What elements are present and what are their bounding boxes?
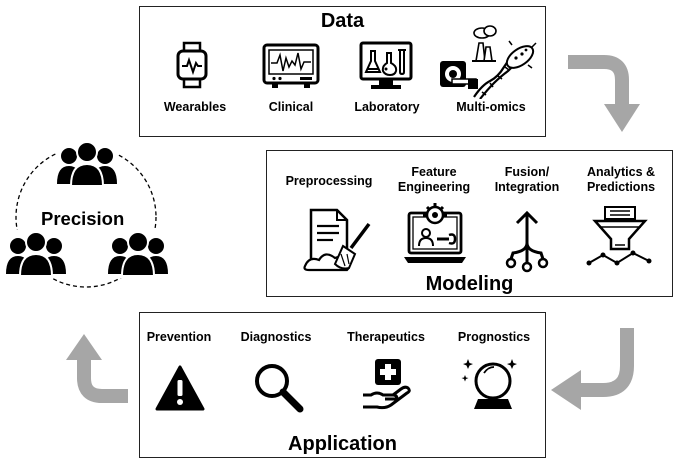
flow-arrow-modeling-to-application: [551, 328, 634, 410]
modeling-panel: Preprocessing Feature Engineering Fusion…: [266, 150, 673, 297]
lab-computer-icon: [359, 41, 413, 89]
document-brush-icon: [303, 208, 371, 272]
modeling-item-label-preprocessing: Preprocessing: [285, 174, 373, 188]
application-item-label-prognostics: Prognostics: [457, 330, 531, 344]
funnel-chart-icon: [586, 206, 652, 266]
application-item-label-therapeutics: Therapeutics: [347, 330, 425, 344]
feature-label-line-2: Engineering: [397, 180, 471, 194]
modeling-item-label-feature-engineering: Feature Engineering: [389, 165, 479, 195]
data-item-label-wearables: Wearables: [163, 100, 227, 114]
data-panel: Data Wearables Clinical Laboratory: [139, 6, 546, 137]
people-group-top: [57, 140, 117, 188]
analytics-label-line-1: Analytics &: [586, 165, 656, 179]
people-group-bottom-left: [6, 230, 66, 278]
precision-label: Precision: [41, 208, 125, 229]
application-item-label-diagnostics: Diagnostics: [240, 330, 312, 344]
magnifier-icon: [255, 364, 304, 413]
data-item-label-multi-omics: Multi-omics: [456, 100, 526, 114]
people-group-icon: [6, 140, 168, 288]
application-item-label-prevention: Prevention: [146, 330, 212, 344]
data-item-label-clinical: Clinical: [268, 100, 314, 114]
crystal-ball-icon: [461, 359, 517, 409]
modeling-panel-title: Modeling: [425, 273, 514, 295]
fusion-label-line-2: Integration: [494, 180, 560, 194]
modeling-item-label-analytics-predictions: Analytics & Predictions: [571, 165, 671, 195]
ecg-monitor-icon: [262, 43, 320, 88]
flow-arrow-application-to-precision: [66, 334, 128, 403]
application-panel-title: Application: [288, 433, 397, 455]
laptop-gear-icon: [404, 203, 466, 263]
smartwatch-icon: [176, 41, 208, 89]
flow-arrow-data-to-modeling: [568, 55, 640, 132]
application-panel: Prevention Diagnostics Therapeutics Prog…: [139, 312, 546, 458]
data-panel-title: Data: [320, 10, 365, 32]
warning-icon: [155, 365, 205, 411]
feature-label-line-1: Feature: [411, 165, 457, 179]
analytics-label-line-2: Predictions: [586, 180, 656, 194]
data-item-label-laboratory: Laboratory: [354, 100, 420, 114]
modeling-item-label-fusion-integration: Fusion/ Integration: [485, 165, 569, 195]
merge-arrow-icon: [505, 210, 549, 273]
medical-hand-icon: [363, 359, 411, 410]
multiomics-collage-icon: [440, 25, 537, 99]
fusion-label-line-1: Fusion/: [504, 165, 550, 179]
people-group-bottom-right: [108, 230, 168, 278]
